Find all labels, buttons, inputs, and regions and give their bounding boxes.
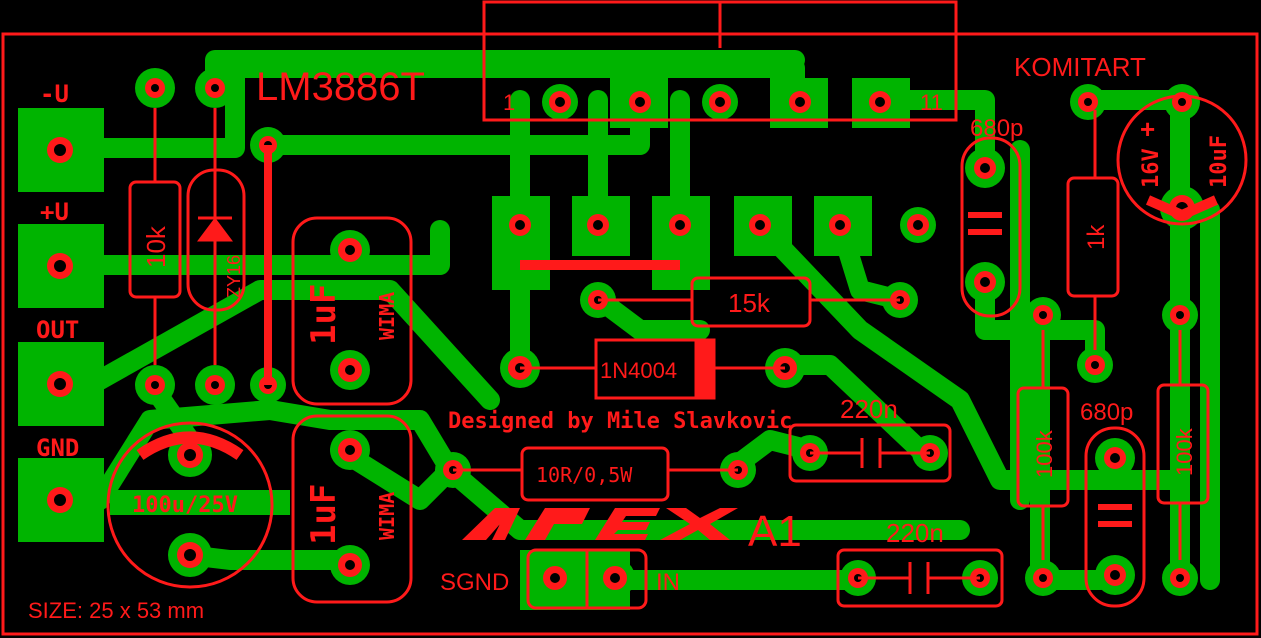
c-10uf-voltage-label: 16V: [1139, 148, 1164, 188]
in-label: IN: [656, 569, 680, 596]
c-1uf-a-label: 1uF: [304, 284, 344, 345]
r-10r-label: 10R/0,5W: [536, 463, 633, 487]
resistor-10r-outline: [520, 446, 670, 502]
c-100u-label: 100u/25V: [132, 493, 238, 518]
cap-680p-b-outline: [1084, 426, 1146, 608]
board-outline: [1, 32, 1259, 636]
round-pads: [47, 68, 1204, 598]
diode-label: 1N4004: [600, 358, 677, 383]
wima-a-label: WIMA: [375, 292, 399, 340]
size-label: SIZE: 25 x 53 mm: [28, 598, 204, 623]
ic-pin-first-label: 1: [503, 90, 515, 115]
pos-supply-label: +U: [40, 198, 69, 226]
output-label: OUT: [36, 316, 79, 344]
brand-label: KOMITART: [1014, 52, 1146, 82]
cap-10uf-outline: [1116, 94, 1248, 226]
r-1k-label: 1k: [1083, 224, 1110, 250]
ic-pin-last-label: 11: [920, 90, 943, 115]
resistor-100k-b-outline: [1156, 383, 1210, 505]
c-220n-a-label: 220n: [840, 394, 898, 424]
resistor-15k-outline: [690, 276, 812, 328]
c-1uf-b-label: 1uF: [304, 484, 344, 545]
resistor-1k-outline: [1066, 176, 1120, 298]
r-100k-b-label: 100k: [1172, 427, 1197, 476]
cap-1uf-a-outline: [291, 216, 413, 406]
cap-220n-b-outline: [836, 548, 1004, 608]
c-10uf-label: 10uF: [1207, 135, 1232, 188]
cap-680p-a-outline: [960, 136, 1022, 318]
r-10k-label: 10k: [141, 225, 171, 268]
neg-supply-label: -U: [40, 80, 69, 108]
r-100k-a-label: 100k: [1032, 429, 1057, 478]
plus-sign-icon: +: [1140, 114, 1155, 144]
zener-label: ZY16: [224, 255, 244, 298]
c-680p-b-label: 680p: [1080, 399, 1133, 426]
cap-100u-outline: [106, 421, 274, 589]
ground-label: GND: [36, 434, 79, 462]
apex-logo: [462, 508, 738, 540]
c-220n-b-label: 220n: [886, 518, 944, 548]
c-680p-a-label: 680p: [970, 115, 1023, 142]
wima-b-label: WIMA: [375, 492, 399, 540]
r-15k-label: 15k: [728, 288, 771, 318]
sgnd-label: SGND: [440, 569, 509, 596]
credit-label: Designed by Mile Slavkovic: [448, 409, 792, 434]
cap-1uf-b-outline: [291, 414, 413, 604]
labels: LM3886T KOMITART SIZE: 25 x 53 mm Design…: [28, 52, 1232, 623]
cap-220n-a-outline: [788, 423, 952, 483]
model-label: A1: [748, 507, 802, 556]
board-title: LM3886T: [256, 65, 425, 109]
